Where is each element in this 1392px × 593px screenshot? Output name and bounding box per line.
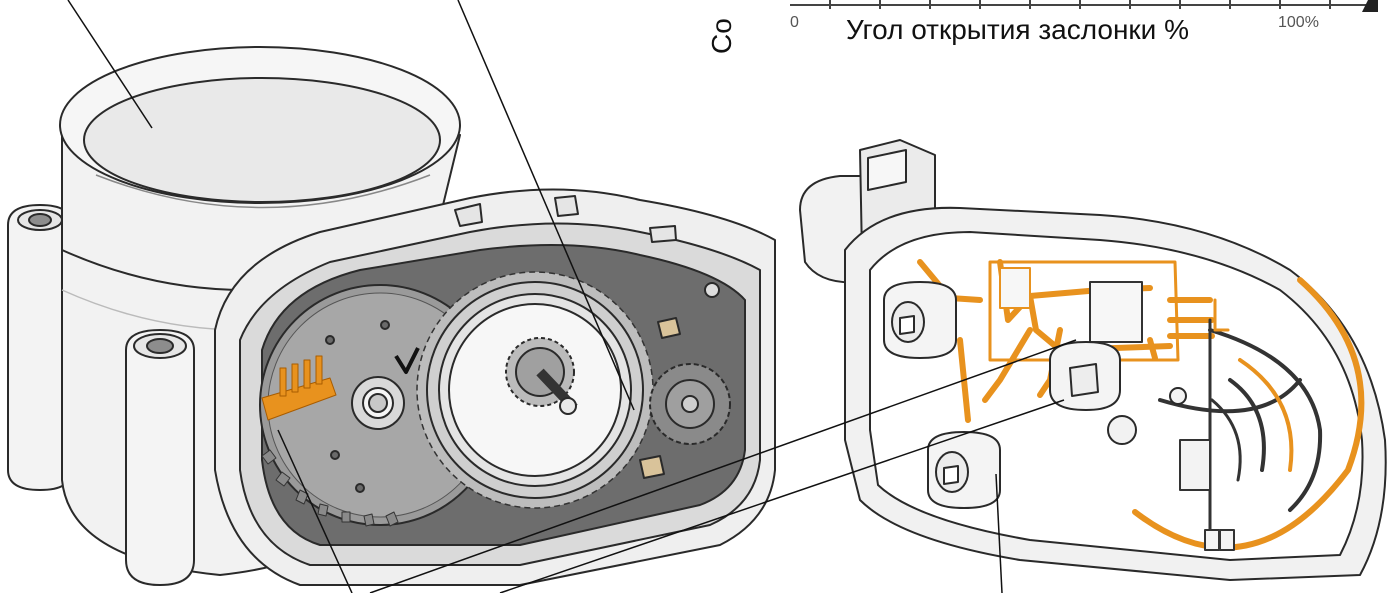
chart-ticks bbox=[829, 0, 1331, 9]
chart-corner-mark bbox=[1362, 0, 1378, 12]
sensor-tracks bbox=[1132, 277, 1365, 551]
arrow-mark bbox=[394, 347, 420, 374]
leader-lines bbox=[67, 0, 1077, 593]
x-axis-title: Угол открытия заслонки % bbox=[846, 14, 1189, 45]
pcb-frame bbox=[988, 260, 1180, 362]
mount-post-front bbox=[125, 329, 195, 586]
sensor-ic bbox=[1089, 281, 1143, 343]
leader-gear bbox=[457, 0, 635, 411]
throttle-body bbox=[7, 46, 776, 586]
leader-capacitor bbox=[995, 473, 1003, 593]
sector-gear-teeth bbox=[261, 449, 399, 527]
sensor-can-1 bbox=[883, 281, 957, 359]
x-tick-end: 100% bbox=[1278, 14, 1319, 31]
y-axis-label-fragment: Со bbox=[706, 18, 737, 54]
x-tick-start: 0 bbox=[790, 14, 799, 31]
leader-bore bbox=[67, 0, 153, 129]
motor-pad-top bbox=[657, 317, 681, 339]
housing-cover bbox=[799, 139, 1387, 581]
chart-strip bbox=[790, 0, 1378, 12]
copper-contact bbox=[261, 355, 337, 421]
sensor-can-3 bbox=[1049, 341, 1121, 411]
leader-copper-contact bbox=[277, 429, 353, 593]
bore-inner bbox=[83, 77, 441, 203]
motor-pad-bottom bbox=[639, 455, 665, 479]
resistor-block bbox=[1179, 439, 1211, 491]
leader-sensor-can bbox=[369, 339, 1077, 593]
leader-pcb bbox=[499, 399, 1065, 593]
sensor-can-2 bbox=[927, 431, 1001, 509]
